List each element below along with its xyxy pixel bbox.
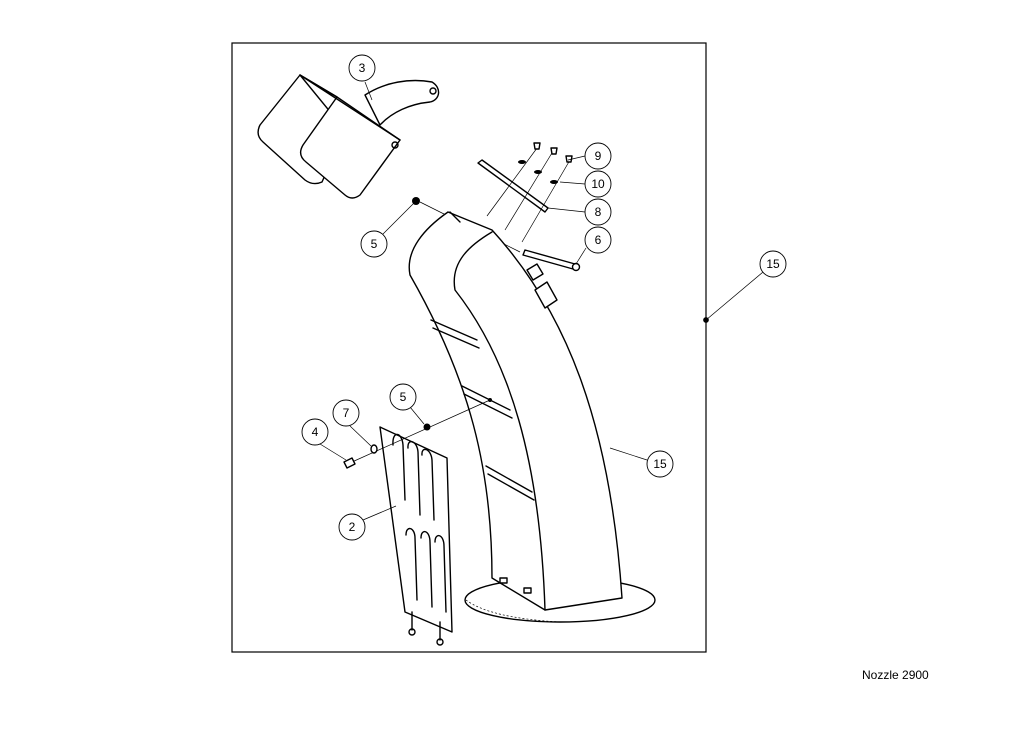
svg-text:5: 5 [400, 390, 407, 404]
callout-5-lower: 5 [389, 383, 417, 411]
callout-6: 6 [584, 226, 612, 254]
svg-text:8: 8 [595, 205, 602, 219]
svg-text:5: 5 [371, 237, 378, 251]
callout-7: 7 [332, 399, 360, 427]
part-hood [257, 74, 440, 199]
svg-text:10: 10 [591, 177, 605, 191]
callout-4: 4 [301, 418, 329, 446]
svg-text:3: 3 [359, 61, 366, 75]
svg-text:15: 15 [766, 257, 780, 271]
drawing-caption: Nozzle 2900 [862, 668, 929, 682]
callout-8: 8 [584, 198, 612, 226]
callout-5-top: 5 [360, 230, 388, 258]
callout-15-body: 15 [646, 450, 674, 478]
svg-text:15: 15 [653, 457, 667, 471]
part-nozzle-body [408, 211, 656, 623]
svg-text:7: 7 [343, 406, 350, 420]
callout-9: 9 [584, 142, 612, 170]
svg-text:9: 9 [595, 149, 602, 163]
svg-text:4: 4 [312, 425, 319, 439]
svg-text:6: 6 [595, 233, 602, 247]
callout-15-frame: 15 [759, 250, 787, 278]
drawing-frame [231, 42, 707, 653]
callout-10: 10 [584, 170, 612, 198]
svg-text:2: 2 [349, 520, 356, 534]
part-heating-plate [343, 399, 491, 646]
callout-2: 2 [338, 513, 366, 541]
callout-3: 3 [348, 54, 376, 82]
leader-lines [319, 81, 764, 521]
